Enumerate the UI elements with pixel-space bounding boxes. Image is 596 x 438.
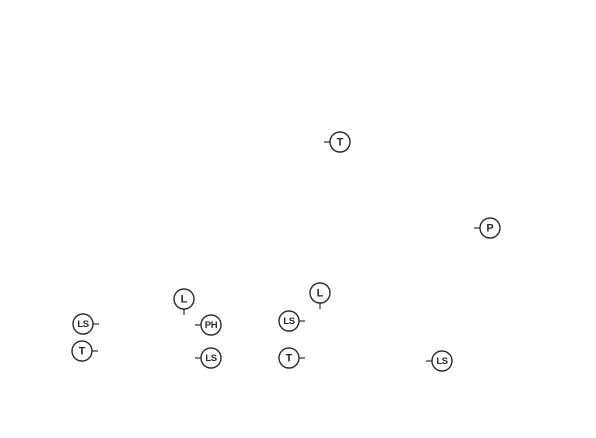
symbol-circle bbox=[431, 350, 453, 372]
symbol-circle bbox=[278, 347, 300, 369]
symbol-circle bbox=[173, 288, 195, 310]
symbol-label: LS bbox=[283, 316, 294, 327]
instrument-symbol-t-left: T bbox=[71, 340, 98, 362]
symbol-label: T bbox=[79, 346, 86, 358]
instrument-symbol-l-left: L bbox=[173, 288, 195, 315]
symbol-label: L bbox=[317, 288, 324, 300]
instrument-symbol-ls-center: LS bbox=[195, 347, 222, 369]
symbol-circle bbox=[329, 131, 351, 153]
symbol-label: PH bbox=[205, 320, 218, 331]
instrument-symbol-ls-mid: LS bbox=[278, 310, 305, 332]
instrument-symbol-t-mid: T bbox=[278, 347, 305, 369]
symbol-circle bbox=[309, 282, 331, 304]
symbol-label: L bbox=[181, 294, 188, 306]
instrument-symbol-p-right: P bbox=[474, 217, 501, 239]
instrument-symbol-ls-right: LS bbox=[426, 350, 453, 372]
symbol-label: LS bbox=[205, 353, 216, 364]
symbol-label: LS bbox=[436, 356, 447, 367]
symbol-circle bbox=[200, 347, 222, 369]
instrument-symbol-l-mid: L bbox=[309, 282, 331, 309]
symbol-label: LS bbox=[77, 319, 88, 330]
symbol-label: T bbox=[337, 137, 344, 149]
symbol-circle bbox=[71, 340, 93, 362]
symbol-label: T bbox=[286, 353, 293, 365]
symbol-circle bbox=[278, 310, 300, 332]
instrument-symbol-ls-left: LS bbox=[72, 313, 99, 335]
symbol-circle bbox=[479, 217, 501, 239]
instrument-symbol-ph-center: PH bbox=[195, 314, 222, 336]
symbol-circle bbox=[72, 313, 94, 335]
symbol-label: P bbox=[486, 223, 493, 235]
instrument-symbol-t-top: T bbox=[324, 131, 351, 153]
symbol-circle bbox=[200, 314, 222, 336]
